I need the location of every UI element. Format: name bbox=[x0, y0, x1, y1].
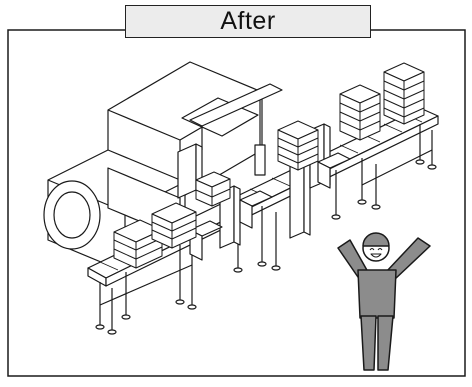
crate-stack bbox=[195, 171, 231, 207]
frame-border bbox=[7, 29, 466, 377]
panel-title: After bbox=[125, 5, 371, 38]
worker-figure bbox=[337, 232, 431, 371]
crate-stack bbox=[113, 219, 163, 269]
crate-stack bbox=[339, 84, 381, 141]
crate-stack bbox=[383, 62, 425, 125]
crate-stack bbox=[277, 120, 319, 171]
crate-stacks bbox=[113, 62, 425, 269]
crate-stack bbox=[151, 202, 197, 249]
